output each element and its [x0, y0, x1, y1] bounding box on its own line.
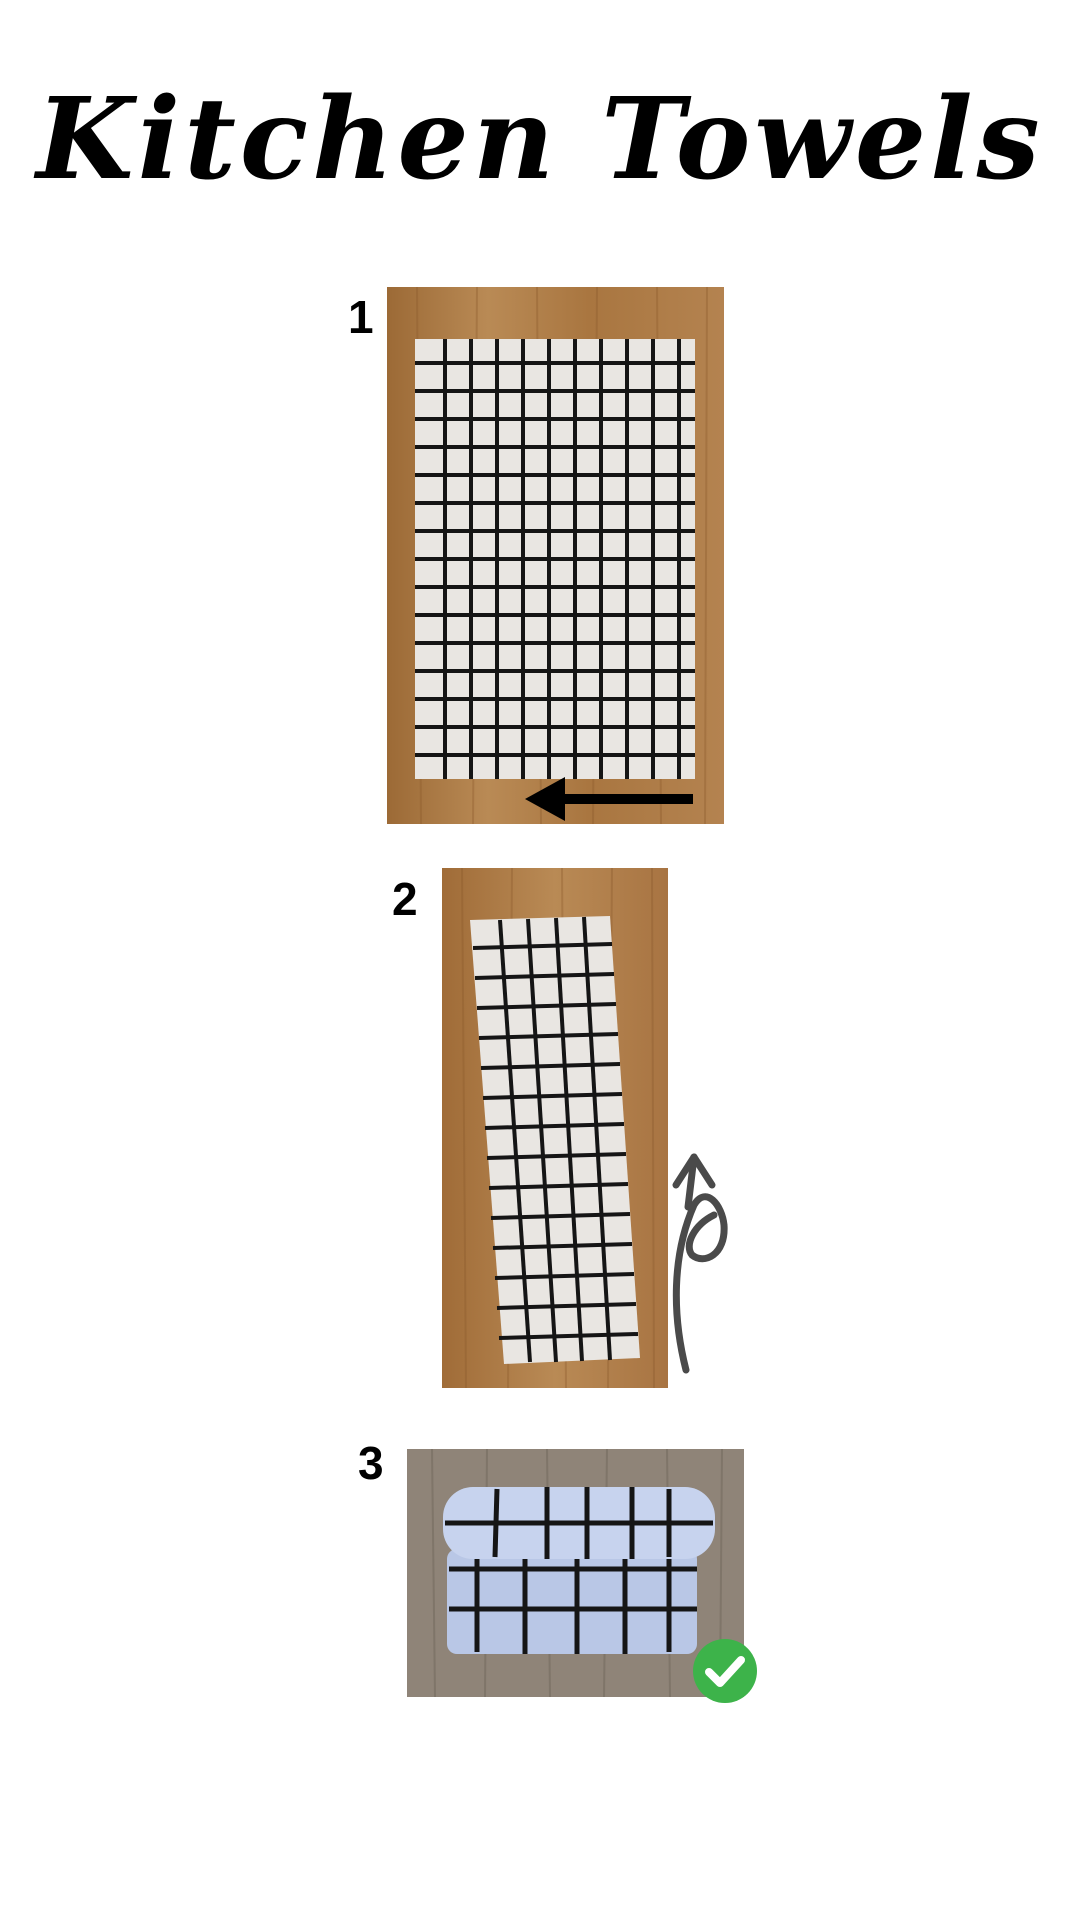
step-2-photo: [442, 868, 668, 1388]
step-3-photo: [407, 1449, 744, 1697]
step-1-number: 1: [348, 291, 374, 343]
curved-arrow-up-icon: [672, 1153, 728, 1374]
page-title: Kitchen Towels: [36, 74, 1044, 205]
step-1-photo: [387, 287, 724, 824]
step-2-number: 2: [392, 873, 418, 925]
check-circle-icon: [693, 1639, 757, 1703]
step-3-number: 3: [358, 1437, 384, 1489]
arrow-left-icon: [525, 777, 693, 821]
